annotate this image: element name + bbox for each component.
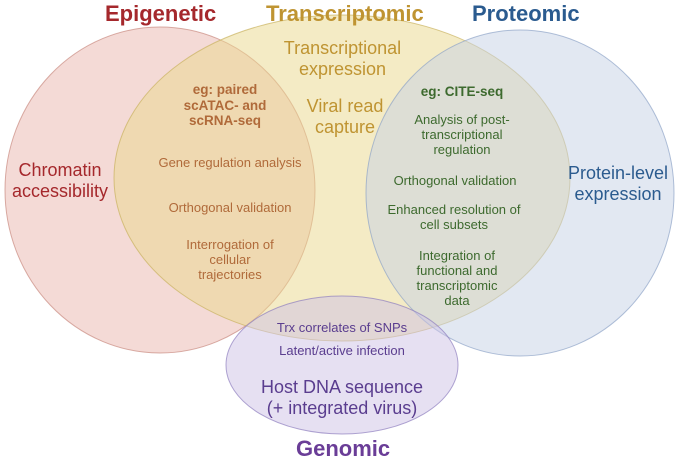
transcriptional-expression-label: Transcriptional expression <box>270 38 415 79</box>
post-transcriptional-item: Analysis of post- transcriptional regula… <box>387 112 537 158</box>
integration-line-3: transcriptomic <box>416 277 498 293</box>
protein-line-1: Protein-level <box>567 163 669 183</box>
viral-line-1: Viral read <box>306 96 384 116</box>
viral-read-capture-label: Viral read capture <box>290 96 400 137</box>
post-trx-line-3: regulation <box>433 141 491 157</box>
protein-level-expression-label: Protein-level expression <box>558 163 678 204</box>
integration-line-1: Integration of <box>419 248 495 263</box>
paired-example-line-1: eg: paired <box>192 82 258 97</box>
chromatin-line-1: Chromatin <box>18 160 102 180</box>
post-trx-line-1: Analysis of post- <box>414 112 510 127</box>
trx-correlates-snps: Trx correlates of SNPs <box>276 320 408 335</box>
orthogonal-validation-prot: Orthogonal validation <box>393 173 517 188</box>
integration-line-2: functional and <box>416 262 498 278</box>
enhanced-line-1: Enhanced resolution of <box>387 202 521 217</box>
enhanced-resolution-item: Enhanced resolution of cell subsets <box>374 202 534 233</box>
paired-example-line-3: scRNA-seq <box>188 113 262 129</box>
integration-item: Integration of functional and transcript… <box>392 248 522 309</box>
host-dna-line-1: Host DNA sequence <box>260 377 424 397</box>
proteomic-heading: Proteomic <box>472 1 580 26</box>
orthogonal-validation-epi: Orthogonal validation <box>168 200 292 215</box>
paired-example-line-2: scATAC- and <box>183 97 267 113</box>
epigenetic-heading: Epigenetic <box>105 1 217 26</box>
trajectories-line-1: Interrogation of <box>186 237 274 252</box>
cite-seq-example: eg: CITE-seq <box>420 84 504 99</box>
chromatin-accessibility-label: Chromatin accessibility <box>12 160 108 201</box>
chromatin-line-2: accessibility <box>12 180 109 201</box>
integration-line-4: data <box>444 292 470 308</box>
host-dna-line-2: (+ integrated virus) <box>266 397 418 418</box>
protein-line-2: expression <box>574 183 662 204</box>
transcriptomic-heading: Transcriptomic <box>266 1 424 26</box>
trajectories-line-3: trajectories <box>198 266 262 282</box>
cellular-trajectories-item: Interrogation of cellular trajectories <box>170 237 290 283</box>
enhanced-line-2: cell subsets <box>420 216 488 232</box>
proteomic-circle <box>365 29 675 357</box>
host-dna-sequence-label: Host DNA sequence (+ integrated virus) <box>252 377 432 418</box>
viral-line-2: capture <box>314 116 376 137</box>
post-trx-line-2: transcriptional <box>421 126 503 142</box>
latent-active-infection: Latent/active infection <box>279 343 405 358</box>
transcriptional-line-1: Transcriptional <box>283 38 402 58</box>
genomic-heading: Genomic <box>296 436 391 461</box>
paired-scatac-example: eg: paired scATAC- and scRNA-seq <box>170 82 280 129</box>
transcriptional-line-2: expression <box>298 58 387 79</box>
trajectories-line-2: cellular <box>209 251 251 267</box>
gene-regulation-analysis: Gene regulation analysis <box>158 155 302 170</box>
genomic-circle <box>225 295 459 435</box>
